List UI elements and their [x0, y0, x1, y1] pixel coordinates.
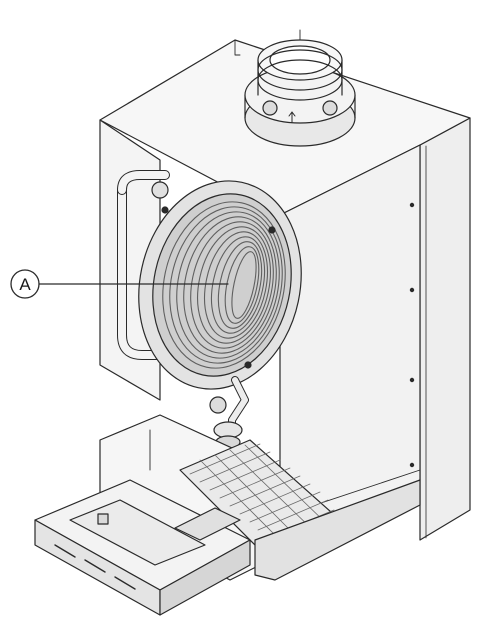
- water-pipe: [117, 170, 175, 360]
- flue-connection: [244, 39, 356, 147]
- condensate-siphon: [209, 376, 249, 449]
- heat-exchanger: [138, 180, 302, 390]
- heat-exchanger-coil: [162, 201, 286, 369]
- callout-circle: [10, 269, 40, 299]
- callout-a: A: [10, 269, 40, 299]
- callout-label: A: [19, 275, 31, 294]
- cabinet-side-panel: [419, 117, 471, 541]
- control-unit: [34, 479, 251, 616]
